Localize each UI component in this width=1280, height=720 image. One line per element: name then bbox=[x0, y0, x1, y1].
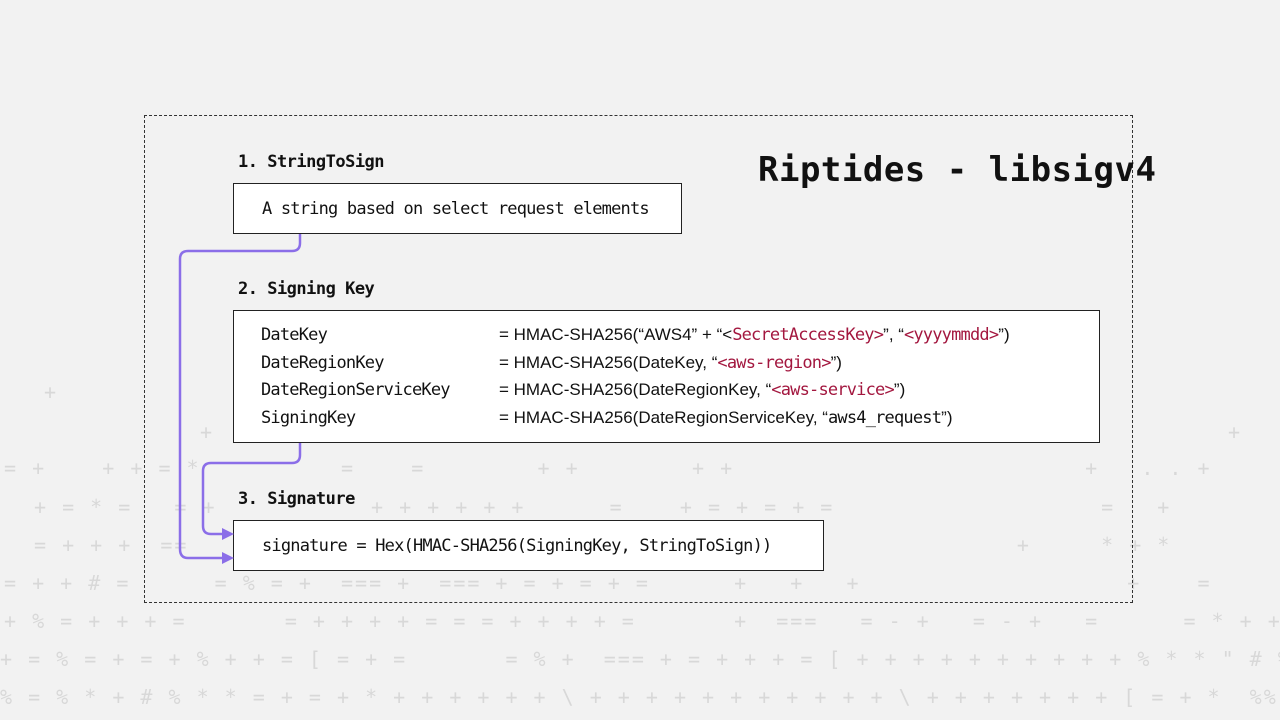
placeholder-aws-region: <aws-region> bbox=[717, 353, 831, 373]
expr-text: = HMAC-SHA256(“AWS4” + “< bbox=[499, 325, 733, 344]
placeholder-aws-service: <aws-service> bbox=[771, 380, 894, 400]
aws4-request-literal: aws4_request bbox=[827, 408, 942, 428]
step-1-label: 1. StringToSign bbox=[238, 152, 385, 172]
key-expr-dateregionservicekey: = HMAC-SHA256(DateRegionKey, “<aws-servi… bbox=[499, 380, 905, 400]
key-expr-datekey: = HMAC-SHA256(“AWS4” + “<SecretAccessKey… bbox=[499, 325, 1010, 345]
key-name-dateregionservicekey: DateRegionServiceKey bbox=[261, 380, 451, 400]
arrow-signingkey-to-signature bbox=[201, 443, 302, 536]
signing-key-box: DateKey = HMAC-SHA256(“AWS4” + “<SecretA… bbox=[233, 310, 1100, 443]
arrowhead-icon bbox=[222, 528, 234, 540]
expr-text: ”) bbox=[998, 325, 1010, 344]
expr-text: ”) bbox=[893, 380, 906, 399]
string-to-sign-text: A string based on select request element… bbox=[262, 199, 650, 219]
signature-formula-text: signature = Hex(HMAC-SHA256(SigningKey, … bbox=[262, 536, 772, 556]
arrowhead-icon bbox=[222, 552, 234, 564]
expr-text: ”) bbox=[941, 408, 953, 427]
step-2-label: 2. Signing Key bbox=[238, 279, 375, 299]
key-name-dateregionkey: DateRegionKey bbox=[261, 353, 384, 373]
diagram-frame bbox=[144, 115, 1133, 603]
signature-box: signature = Hex(HMAC-SHA256(SigningKey, … bbox=[233, 520, 824, 571]
key-expr-signingkey: = HMAC-SHA256(DateRegionServiceKey, “aws… bbox=[499, 408, 953, 428]
step-3-label: 3. Signature bbox=[238, 489, 355, 509]
placeholder-date: <yyyymmdd> bbox=[903, 325, 999, 345]
expr-text: = HMAC-SHA256(DateRegionKey, “ bbox=[499, 380, 772, 399]
key-expr-dateregionkey: = HMAC-SHA256(DateKey, “<aws-region>”) bbox=[499, 353, 842, 373]
placeholder-secret-access-key: SecretAccessKey> bbox=[732, 325, 884, 345]
expr-text: = HMAC-SHA256(DateKey, “ bbox=[499, 353, 718, 372]
diagram-title: Riptides - libsigv4 bbox=[758, 150, 1157, 190]
expr-text: ”) bbox=[830, 353, 842, 372]
string-to-sign-box: A string based on select request element… bbox=[233, 183, 682, 234]
expr-text: ”, “ bbox=[883, 325, 904, 344]
arrow-stringtosign-to-signature bbox=[178, 234, 302, 560]
key-name-signingkey: SigningKey bbox=[261, 408, 356, 428]
expr-text: = HMAC-SHA256(DateRegionServiceKey, “ bbox=[499, 408, 828, 427]
key-name-datekey: DateKey bbox=[261, 325, 328, 345]
